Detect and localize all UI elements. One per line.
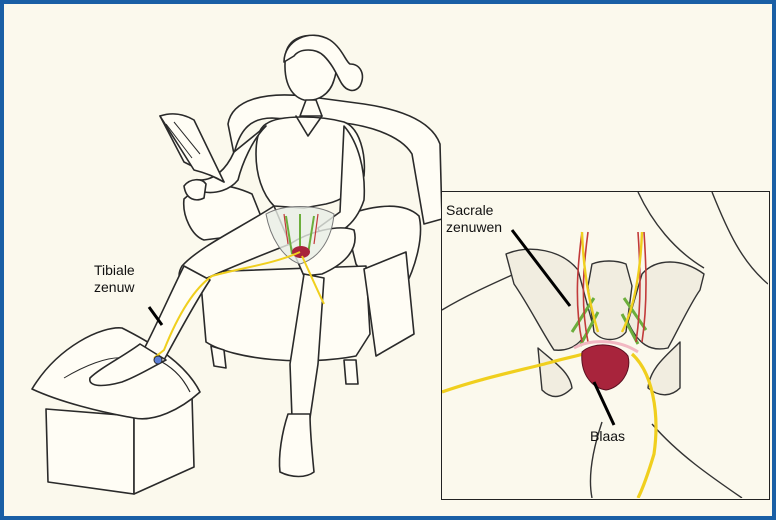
sacral-nerves-label-line2: zenuwen — [446, 219, 502, 236]
armchair-right-front — [364, 252, 414, 356]
tibial-nerve-label-line1: Tibiale — [94, 262, 135, 279]
footstool — [32, 328, 200, 494]
inset-pelvis-illustration — [442, 192, 768, 498]
woman-right-shoe — [279, 414, 314, 477]
armchair-seat-front — [200, 266, 370, 361]
footstool-front — [46, 409, 134, 494]
armchair-leg-right — [344, 360, 358, 384]
book — [160, 114, 224, 182]
sacral-nerves-label-line1: Sacrale — [446, 202, 493, 219]
bladder-label: Blaas — [590, 428, 625, 445]
tibial-nerve-label-line2: zenuw — [94, 279, 134, 296]
inset-bladder — [582, 345, 629, 390]
inset-body-outline-right — [712, 192, 768, 284]
armchair-leg-left — [211, 346, 226, 368]
inset-panel: Sacrale zenuwen Blaas — [441, 191, 770, 500]
